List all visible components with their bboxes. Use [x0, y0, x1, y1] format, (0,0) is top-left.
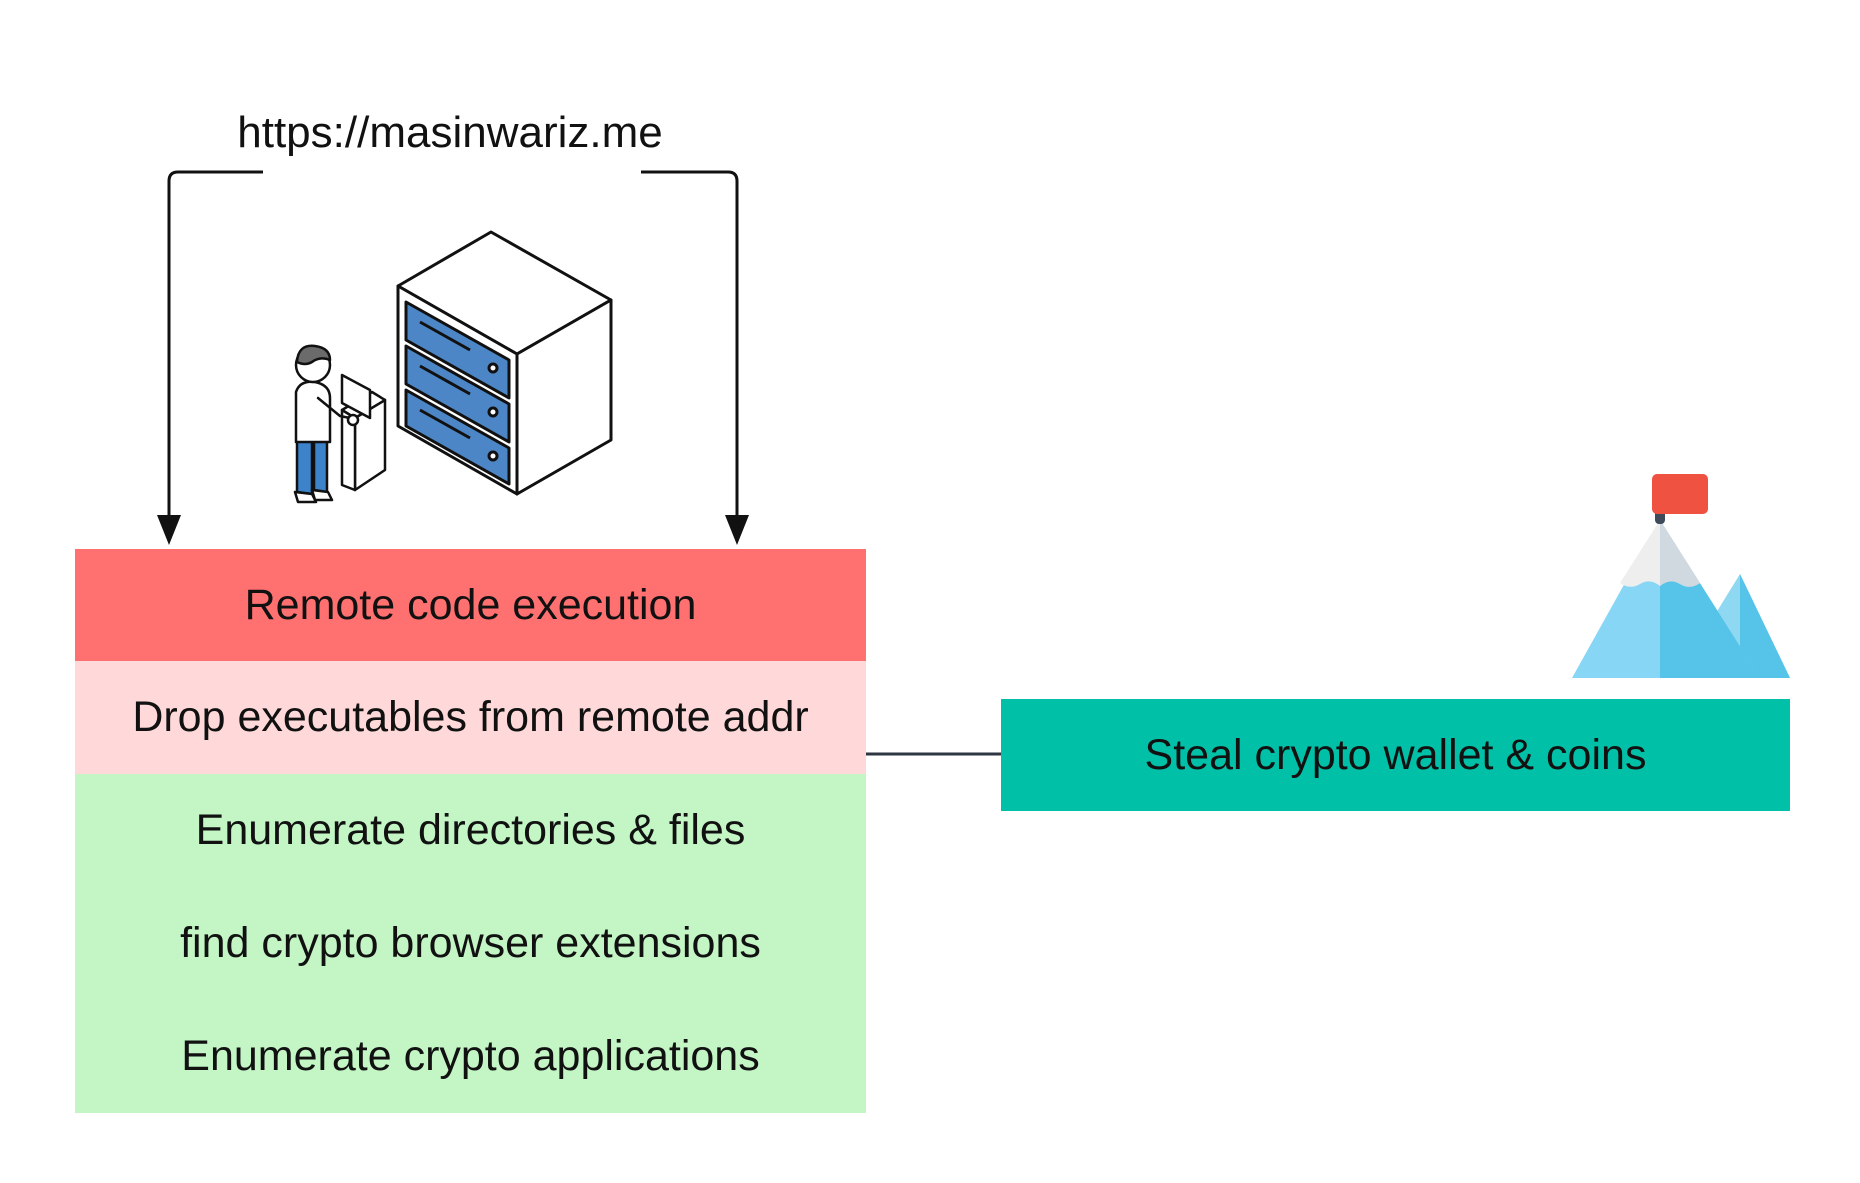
enum-item-label: find crypto browser extensions — [180, 919, 761, 967]
rce-box: Remote code execution — [75, 549, 866, 661]
left-arrowhead — [157, 515, 181, 545]
person-at-terminal-icon — [293, 344, 387, 504]
drop-executables-label: Drop executables from remote addr — [132, 693, 809, 741]
server-rack-icon — [396, 230, 613, 496]
rce-label: Remote code execution — [244, 580, 697, 629]
enumeration-box: Enumerate directories & files find crypt… — [75, 774, 866, 1113]
enum-item-crypto-applications: Enumerate crypto applications — [75, 1000, 866, 1113]
steal-crypto-label: Steal crypto wallet & coins — [1144, 730, 1647, 779]
right-arrowhead — [725, 515, 749, 545]
enum-item-label: Enumerate directories & files — [195, 806, 746, 854]
drop-executables-box: Drop executables from remote addr — [75, 661, 866, 774]
mountain-flag-icon — [1572, 474, 1790, 678]
enum-item-directories: Enumerate directories & files — [75, 774, 866, 887]
left-arrow — [167, 170, 263, 525]
steal-crypto-box: Steal crypto wallet & coins — [1001, 699, 1790, 811]
enum-item-label: Enumerate crypto applications — [181, 1032, 760, 1080]
enum-item-browser-extensions: find crypto browser extensions — [75, 887, 866, 1000]
url-label: https://masinwariz.me — [237, 108, 663, 157]
right-arrow — [641, 170, 739, 525]
